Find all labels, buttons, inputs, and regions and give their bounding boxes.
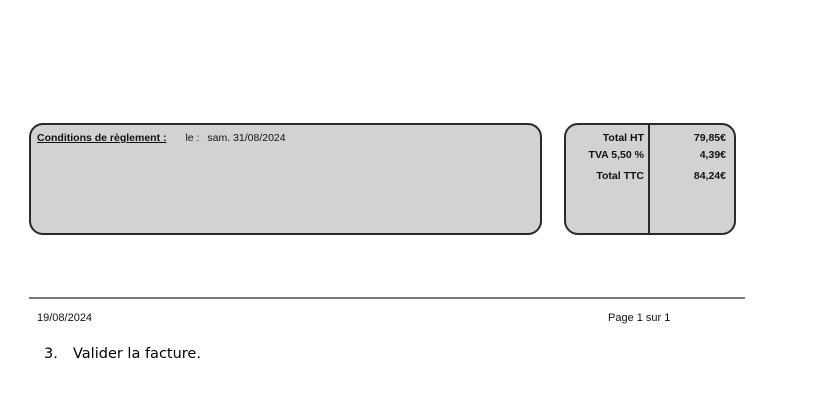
total-ht-value: 79,85€: [693, 132, 726, 144]
total-ht-row: Total HT 79,85€: [566, 132, 734, 146]
tva-row: TVA 5,50 % 4,39€: [566, 149, 734, 163]
payment-date-prefix: le :: [185, 132, 200, 144]
payment-conditions-box: Conditions de règlement : le : sam. 31/0…: [29, 123, 542, 235]
footer-divider: [29, 297, 745, 299]
totals-column-divider: [648, 125, 650, 233]
payment-conditions-line: Conditions de règlement : le : sam. 31/0…: [37, 132, 286, 144]
instruction-step: 3. Valider la facture.: [44, 346, 201, 362]
tva-label: TVA 5,50 %: [588, 149, 644, 161]
totals-box: Total HT 79,85€ TVA 5,50 % 4,39€ Total T…: [564, 123, 736, 235]
footer-date: 19/08/2024: [37, 312, 93, 324]
step-number: 3.: [44, 346, 58, 362]
total-ttc-value: 84,24€: [693, 170, 726, 182]
page-number: Page 1 sur 1: [608, 312, 671, 324]
step-text: Valider la facture.: [73, 346, 201, 362]
payment-date: sam. 31/08/2024: [207, 132, 286, 144]
total-ht-label: Total HT: [602, 132, 644, 144]
total-ttc-label: Total TTC: [596, 170, 644, 182]
tva-value: 4,39€: [699, 149, 726, 161]
total-ttc-row: Total TTC 84,24€: [566, 170, 734, 184]
payment-conditions-label: Conditions de règlement :: [37, 132, 167, 144]
